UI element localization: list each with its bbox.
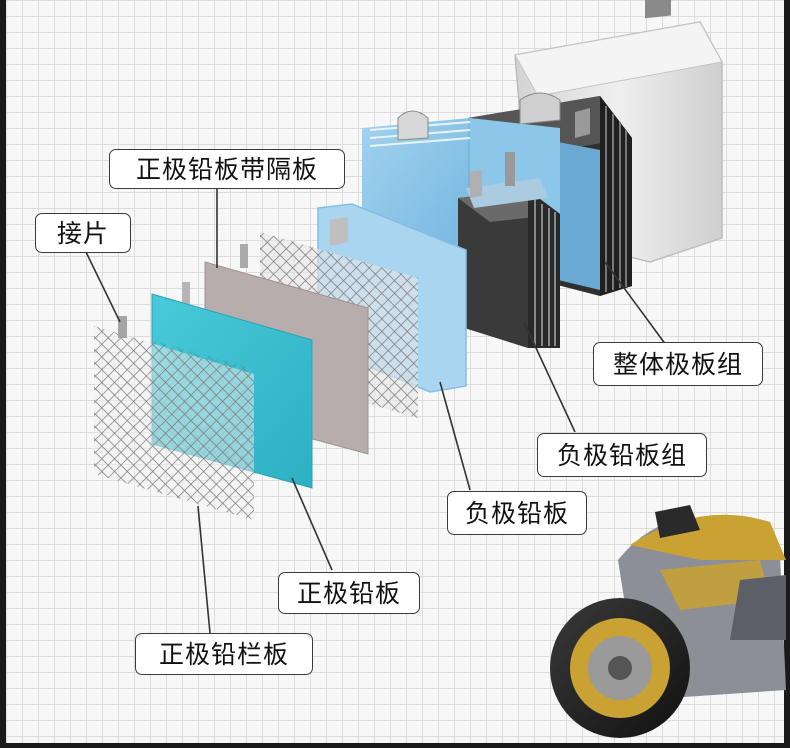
- leader-line-positive-plate: [291, 477, 333, 571]
- label-negative-plate: 负极铅板: [447, 491, 587, 535]
- label-positive-plate-with-separator: 正极铅板带隔板: [109, 149, 345, 189]
- leader-line-positive-grid: [197, 505, 211, 634]
- label-positive-plate: 正极铅板: [278, 572, 420, 614]
- label-tab: 接片: [35, 213, 131, 253]
- motorcycle-illustration: [550, 505, 786, 738]
- leader-line-negative-group: [523, 321, 576, 433]
- label-positive-grid-plate: 正极铅栏板: [135, 633, 313, 675]
- label-whole-plate-group: 整体极板组: [593, 342, 763, 386]
- leader-line-negative-plate: [439, 381, 471, 491]
- label-negative-plate-group: 负极铅板组: [537, 433, 707, 477]
- leader-lines: [85, 188, 667, 634]
- leader-line-tab: [85, 251, 121, 323]
- positive-grid-plate: [94, 316, 254, 520]
- negative-plate-group: [458, 152, 560, 348]
- leader-line-whole-group: [604, 261, 667, 346]
